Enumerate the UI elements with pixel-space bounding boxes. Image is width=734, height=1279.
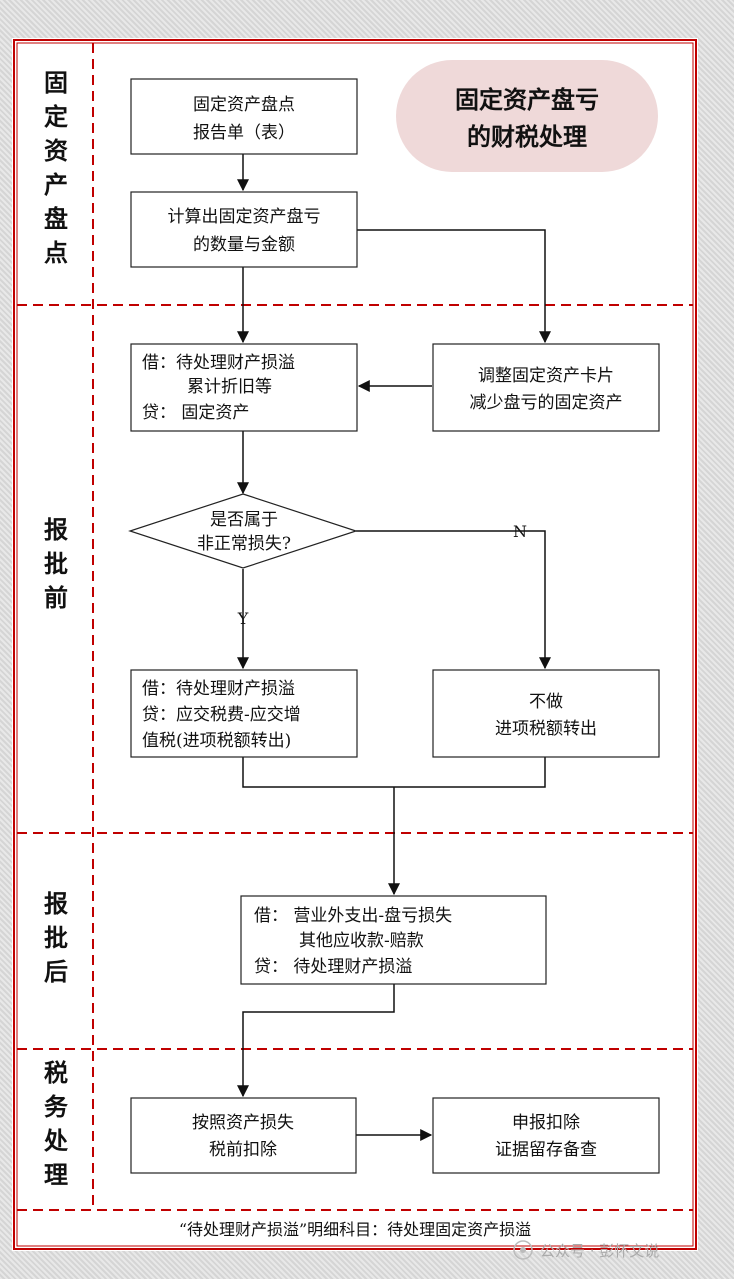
entry3-line-1: 借： 营业外支出-盘亏损失 xyxy=(254,906,452,926)
entry3-box xyxy=(240,895,547,985)
box-text-line: 计算出固定资产盘亏 xyxy=(168,207,321,227)
entry1-line-3: 贷： 固定资产 xyxy=(142,403,249,423)
entry3-line-3: 贷： 待处理财产损溢 xyxy=(254,957,412,977)
entry1-line-1: 借：待处理财产损溢 xyxy=(142,353,295,373)
title-line-1: 固定资产盘亏 xyxy=(455,85,599,114)
arrow-decision-no xyxy=(356,530,551,670)
lane-label-before-approval: 报批前 xyxy=(44,515,68,612)
outer-border xyxy=(13,39,697,1250)
lane-label-inventory: 固定资产盘点 xyxy=(44,68,68,267)
lane-label-text: 报批后 xyxy=(44,889,68,986)
label-yes: Y xyxy=(237,609,249,628)
box-text-line: 按照资产损失 xyxy=(192,1113,294,1133)
entry2-box xyxy=(130,669,358,758)
deduct-box xyxy=(130,1097,357,1174)
lane-label-text: 报批前 xyxy=(44,515,68,612)
box-text-line: 报告单（表） xyxy=(193,123,295,143)
box-text-line: 是否属于 xyxy=(210,510,278,530)
label-no: N xyxy=(513,522,527,541)
arrow-calc-to-adjust xyxy=(356,229,551,344)
box-text-line: 非正常损失? xyxy=(197,534,291,554)
box-text-line: 不做 xyxy=(529,692,563,712)
box-text-line: 进项税额转出 xyxy=(495,719,597,739)
box-text-line: 证据留存备查 xyxy=(495,1140,597,1160)
lane-label-text: 税务处理 xyxy=(43,1058,69,1189)
box-text-line: 值税(进项税额转出) xyxy=(142,731,291,751)
watermark: 公众号 · 彭怀文说 xyxy=(540,1242,659,1260)
entry1-box xyxy=(130,343,358,432)
report-box xyxy=(130,78,358,155)
arrow-entry3-to-deduct xyxy=(237,984,395,1098)
footer-note: “待处理财产损溢”明细科目：待处理固定资产损溢 xyxy=(179,1220,531,1239)
adjust-box xyxy=(432,343,660,432)
box-text-line: 减少盘亏的固定资产 xyxy=(470,393,623,413)
entry1-line-2: 累计折旧等 xyxy=(187,377,272,397)
lane-label-tax: 税务处理 xyxy=(43,1058,69,1189)
title-badge xyxy=(396,60,658,172)
title-line-2: 的财税处理 xyxy=(467,122,587,151)
wechat-icon-dot xyxy=(520,1247,526,1253)
no-transfer-box xyxy=(432,669,660,758)
box-text-line: 申报扣除 xyxy=(512,1113,580,1133)
entry3-line-2: 其他应收款-赔款 xyxy=(299,931,424,951)
calc-box xyxy=(130,191,358,268)
box-text-line: 固定资产盘点 xyxy=(193,95,295,115)
lane-label-text: 固定资产盘点 xyxy=(44,68,68,267)
box-text-line: 税前扣除 xyxy=(209,1140,277,1160)
box-text-line: 借：待处理财产损溢 xyxy=(142,679,295,699)
lane-label-after-approval: 报批后 xyxy=(44,889,68,986)
box-text-line: 的数量与金额 xyxy=(193,235,295,255)
wechat-icon xyxy=(513,1240,533,1260)
declare-box xyxy=(432,1097,660,1174)
decision-diamond xyxy=(128,493,358,569)
outer-border-inner xyxy=(16,42,694,1247)
box-text-line: 贷：应交税费-应交增 xyxy=(142,705,301,725)
box-text-line: 调整固定资产卡片 xyxy=(478,366,614,386)
